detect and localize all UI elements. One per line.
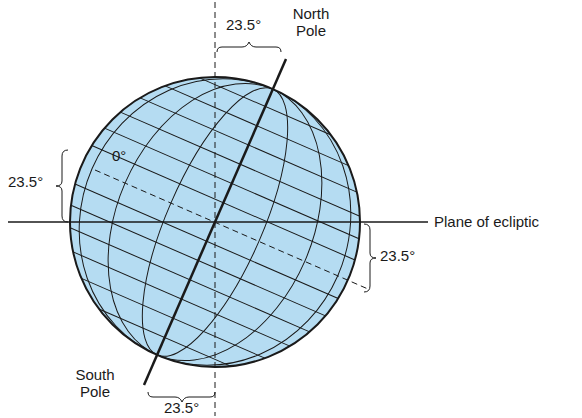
latitude-label: 0° bbox=[112, 147, 126, 164]
ecliptic-line bbox=[8, 221, 428, 223]
angle-label: 23.5° bbox=[226, 16, 261, 33]
equator-line bbox=[95, 170, 368, 289]
ecliptic-label: Plane of ecliptic bbox=[434, 213, 539, 230]
angle-bracket bbox=[217, 42, 281, 52]
earth-axis bbox=[144, 59, 286, 385]
pole-label: North Pole bbox=[288, 5, 334, 40]
angle-label: 23.5° bbox=[380, 247, 415, 264]
angle-bracket bbox=[56, 150, 68, 222]
angle-label: 23.5° bbox=[164, 399, 199, 416]
angle-bracket bbox=[364, 224, 376, 292]
pole-label: South Pole bbox=[72, 366, 118, 401]
vertical-reference bbox=[215, 2, 216, 416]
angle-label: 23.5° bbox=[8, 173, 43, 190]
